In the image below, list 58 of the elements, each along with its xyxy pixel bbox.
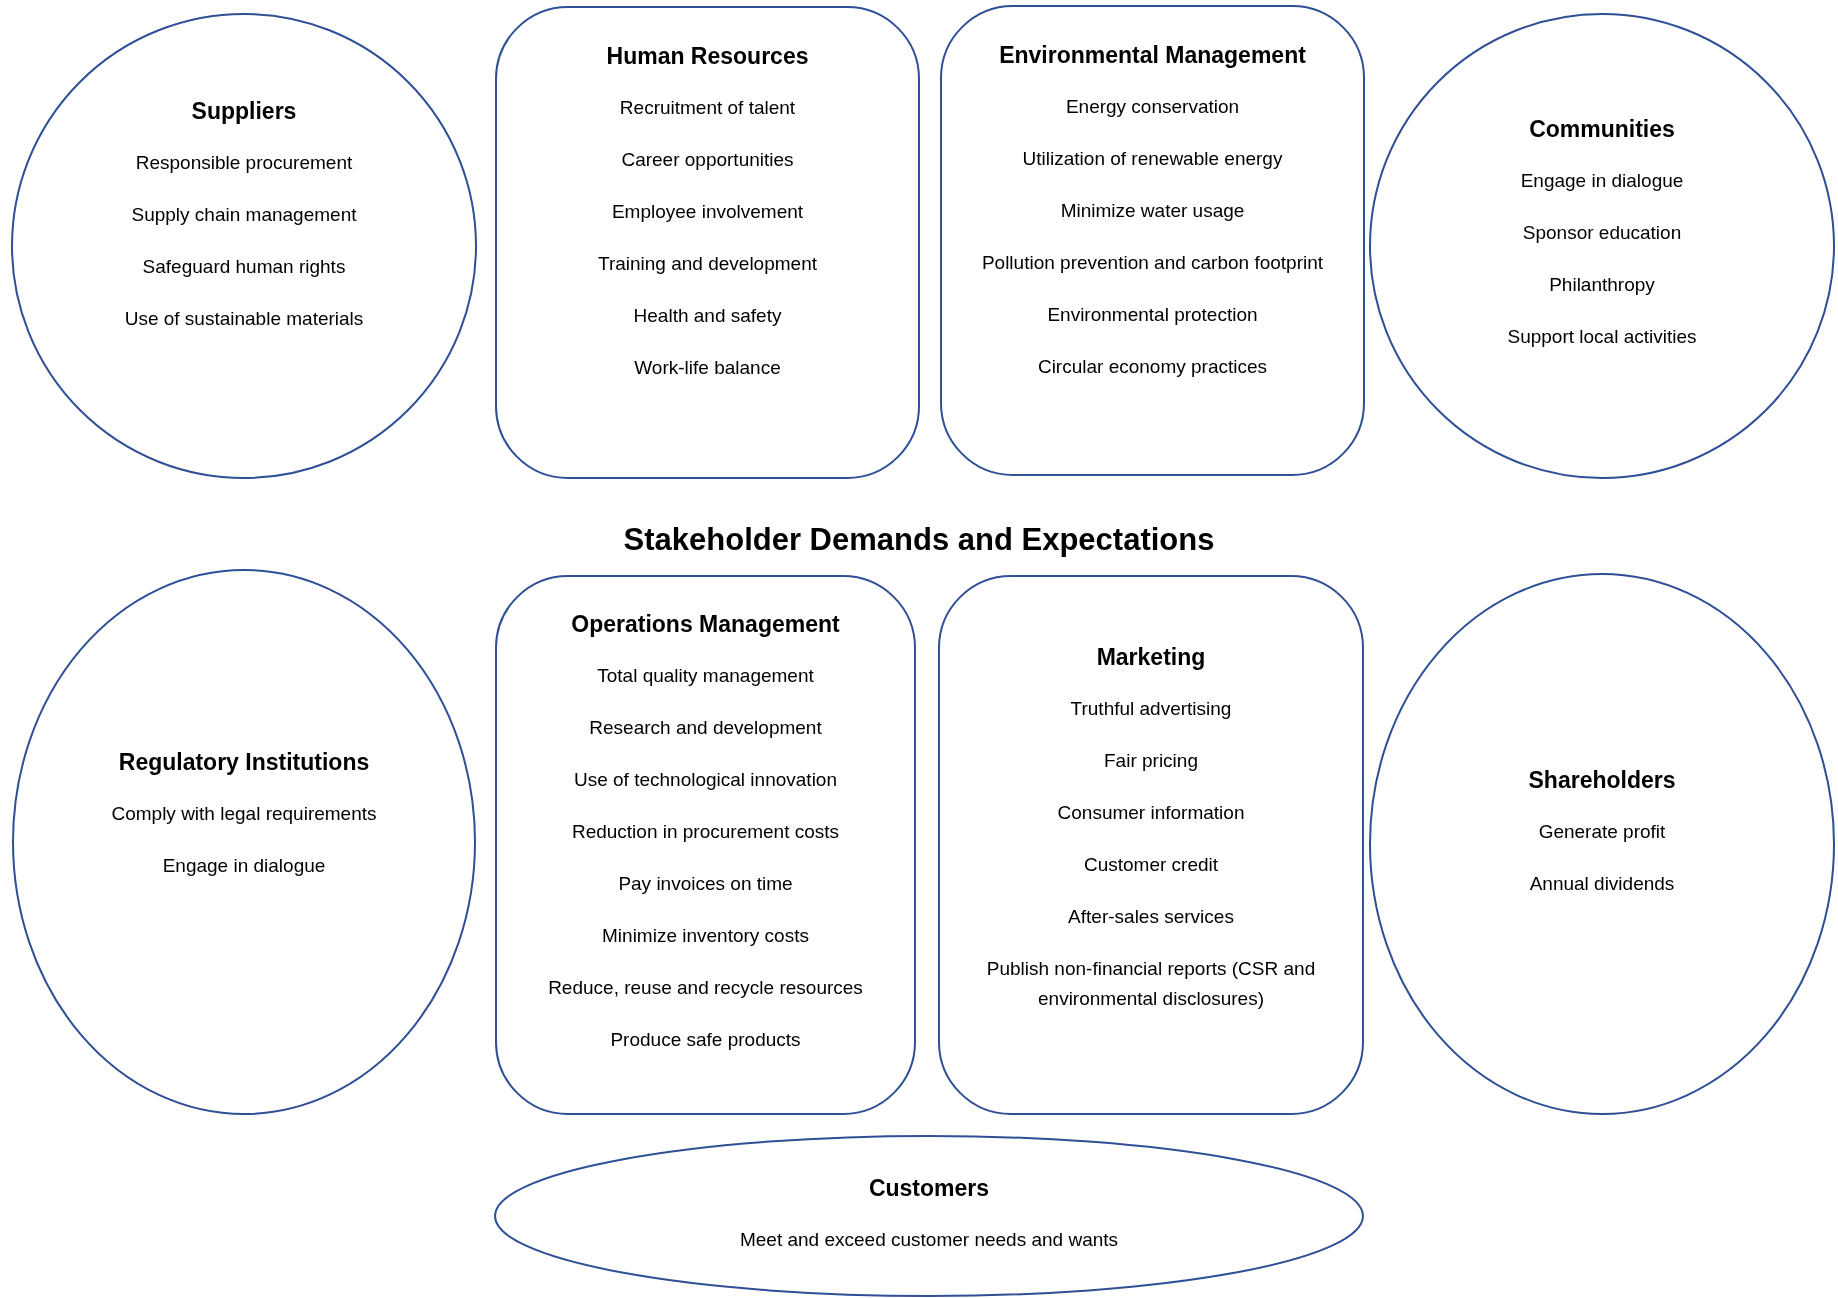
- expectation-item: Produce safe products: [610, 1028, 801, 1052]
- expectation-item: Minimize water usage: [1060, 199, 1245, 223]
- expectation-item: Use of technological innovation: [574, 768, 837, 792]
- stakeholder-heading: Communities: [1529, 115, 1675, 144]
- stakeholder-heading: Suppliers: [191, 97, 297, 126]
- expectation-item: Supply chain management: [131, 203, 357, 227]
- expectation-item: Pollution prevention and carbon footprint: [981, 251, 1324, 275]
- expectation-item: Support local activities: [1507, 325, 1697, 349]
- function-rounded-box: [941, 6, 1364, 475]
- function-rounded-box: [939, 576, 1363, 1114]
- expectation-item: Utilization of renewable energy: [1022, 147, 1283, 171]
- expectation-item: Annual dividends: [1529, 872, 1675, 896]
- stakeholder-heading: Operations Management: [571, 610, 840, 639]
- stakeholder-heading: Human Resources: [606, 42, 809, 71]
- expectation-item: Total quality management: [597, 664, 814, 688]
- stakeholder-heading: Marketing: [1096, 643, 1206, 672]
- expectation-item: Responsible procurement: [135, 151, 353, 175]
- expectation-item: Consumer information: [1057, 801, 1245, 825]
- expectation-item: Safeguard human rights: [142, 255, 346, 279]
- expectation-item: Meet and exceed customer needs and wants: [739, 1228, 1119, 1252]
- stakeholder-heading: Regulatory Institutions: [118, 748, 370, 777]
- expectation-item: Reduction in procurement costs: [571, 820, 840, 844]
- expectation-item: Health and safety: [633, 304, 782, 328]
- expectation-item: Circular economy practices: [1037, 355, 1268, 379]
- stakeholder-ellipse: [13, 570, 475, 1114]
- expectation-item: Employee involvement: [611, 200, 804, 224]
- expectation-item: Research and development: [589, 716, 822, 740]
- expectation-item: Minimize inventory costs: [602, 924, 809, 948]
- stakeholder-ellipse: [495, 1136, 1363, 1296]
- expectation-item: Philanthropy: [1549, 273, 1655, 297]
- expectation-item: Work-life balance: [634, 356, 781, 380]
- stakeholder-ellipse: [12, 14, 476, 478]
- expectation-item: Recruitment of talent: [619, 96, 796, 120]
- expectation-item: After-sales services: [1068, 905, 1234, 929]
- expectation-item: Truthful advertising: [1070, 697, 1232, 721]
- expectation-item: Generate profit: [1538, 820, 1666, 844]
- stakeholder-heading: Shareholders: [1528, 766, 1676, 795]
- stakeholder-ellipse: [1370, 574, 1834, 1114]
- expectation-item: Use of sustainable materials: [124, 307, 364, 331]
- expectation-item: Comply with legal requirements: [111, 802, 377, 826]
- stakeholder-heading: Environmental Management: [999, 41, 1306, 70]
- expectation-item: Customer credit: [1083, 853, 1219, 877]
- function-rounded-box: [496, 7, 919, 478]
- expectation-item: Engage in dialogue: [1520, 169, 1684, 193]
- expectation-item: Energy conservation: [1065, 95, 1240, 119]
- function-rounded-box: [496, 576, 915, 1114]
- expectation-item: Environmental protection: [1047, 303, 1258, 327]
- expectation-item: Sponsor education: [1522, 221, 1682, 245]
- expectation-item: Fair pricing: [1104, 749, 1198, 773]
- expectation-item: Pay invoices on time: [618, 872, 793, 896]
- diagram-title: Stakeholder Demands and Expectations: [622, 521, 1216, 559]
- expectation-item: Engage in dialogue: [162, 854, 326, 878]
- expectation-item: Reduce, reuse and recycle resources: [548, 976, 863, 1000]
- expectation-item: Publish non-financial reports (CSR and environmental disclosures): [985, 957, 1317, 1011]
- expectation-item: Career opportunities: [621, 148, 794, 172]
- stakeholder-ellipse: [1370, 14, 1834, 478]
- expectation-item: Training and development: [598, 252, 817, 276]
- stakeholder-heading: Customers: [868, 1174, 990, 1203]
